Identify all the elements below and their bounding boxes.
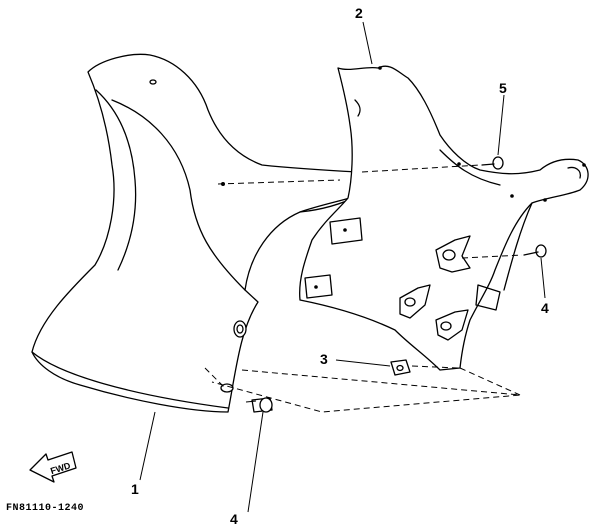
callout-1: 1	[131, 481, 139, 497]
side-cover-panel	[31, 53, 361, 413]
screw-right	[523, 244, 547, 258]
callout-4-right: 4	[541, 300, 549, 316]
figure-code: FN81110-1240	[6, 503, 85, 514]
callout-5: 5	[499, 80, 507, 96]
bolt-upper	[481, 156, 504, 170]
clip-nut	[390, 359, 411, 376]
callout-3: 3	[320, 351, 328, 367]
screw-lower	[220, 383, 273, 413]
grommet-mounts	[399, 235, 471, 341]
leader-lines	[139, 21, 546, 513]
callout-2: 2	[355, 5, 363, 21]
forward-arrow-icon: FWD	[29, 451, 77, 483]
assembly-guide-lines	[204, 164, 523, 413]
callout-4-lower: 4	[230, 511, 238, 527]
inner-panel	[299, 65, 589, 371]
